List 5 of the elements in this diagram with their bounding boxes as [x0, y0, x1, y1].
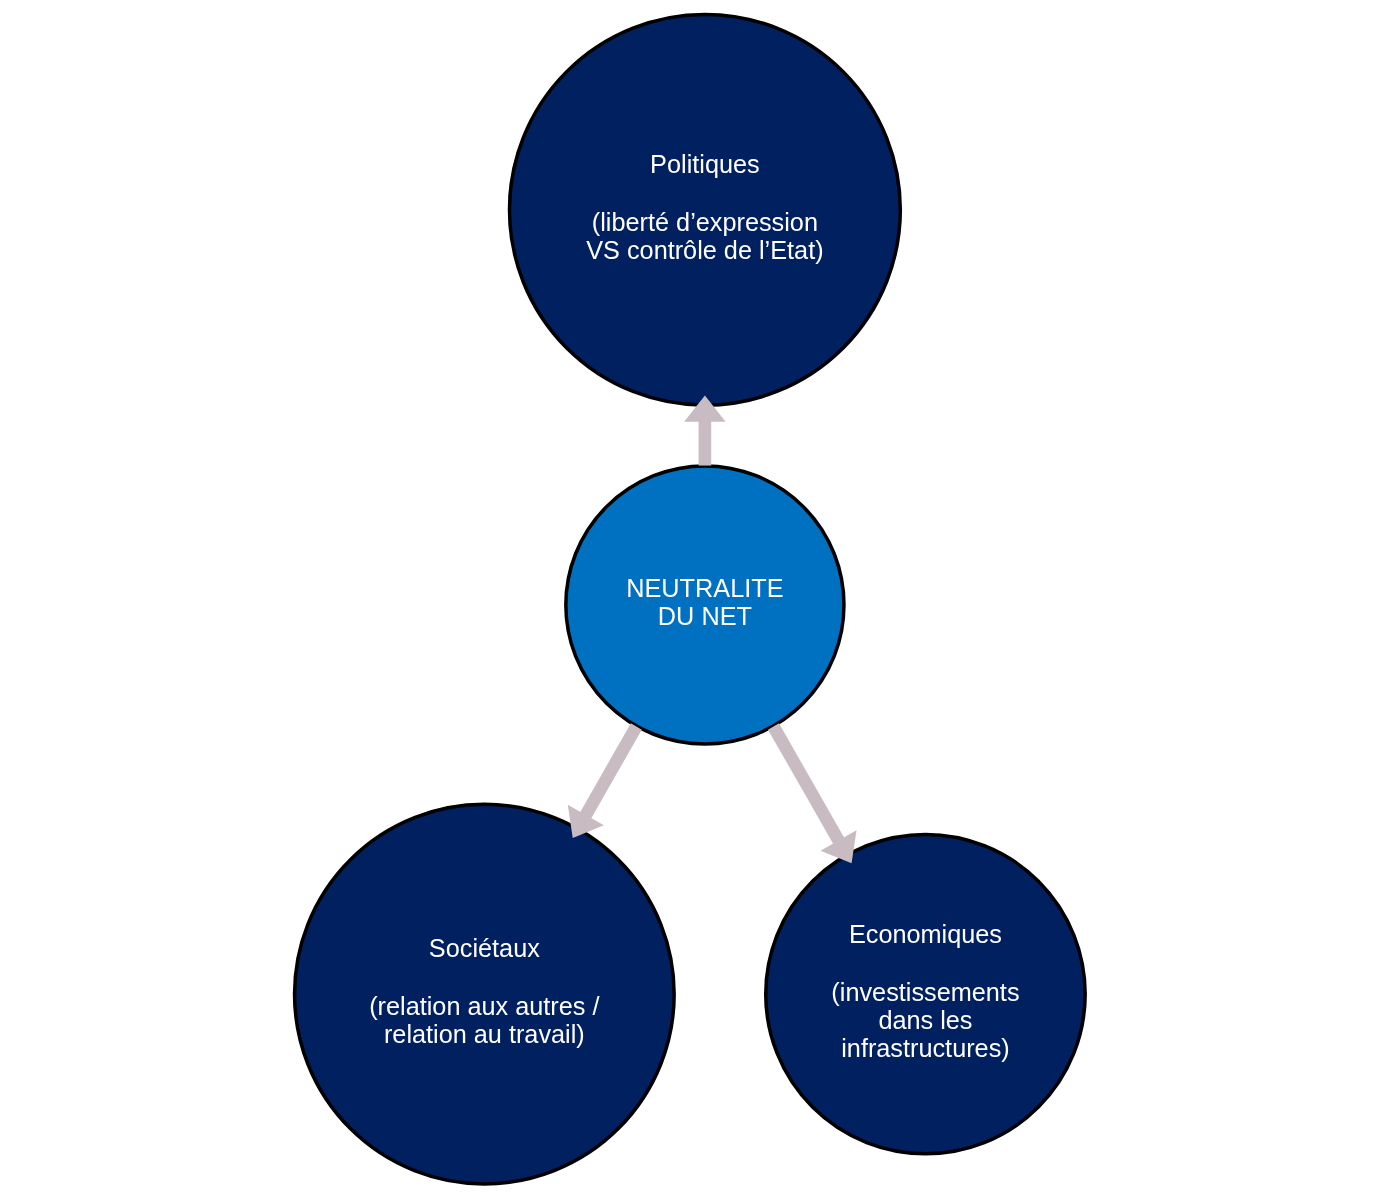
node-circle: Politiques (liberté d’expression VS contrôle de l’Etat)	[507, 12, 902, 407]
node-circle: NEUTRALITE DU NET	[563, 464, 846, 746]
arrow	[767, 723, 857, 864]
arrow	[683, 395, 726, 466]
arrow	[567, 723, 642, 838]
